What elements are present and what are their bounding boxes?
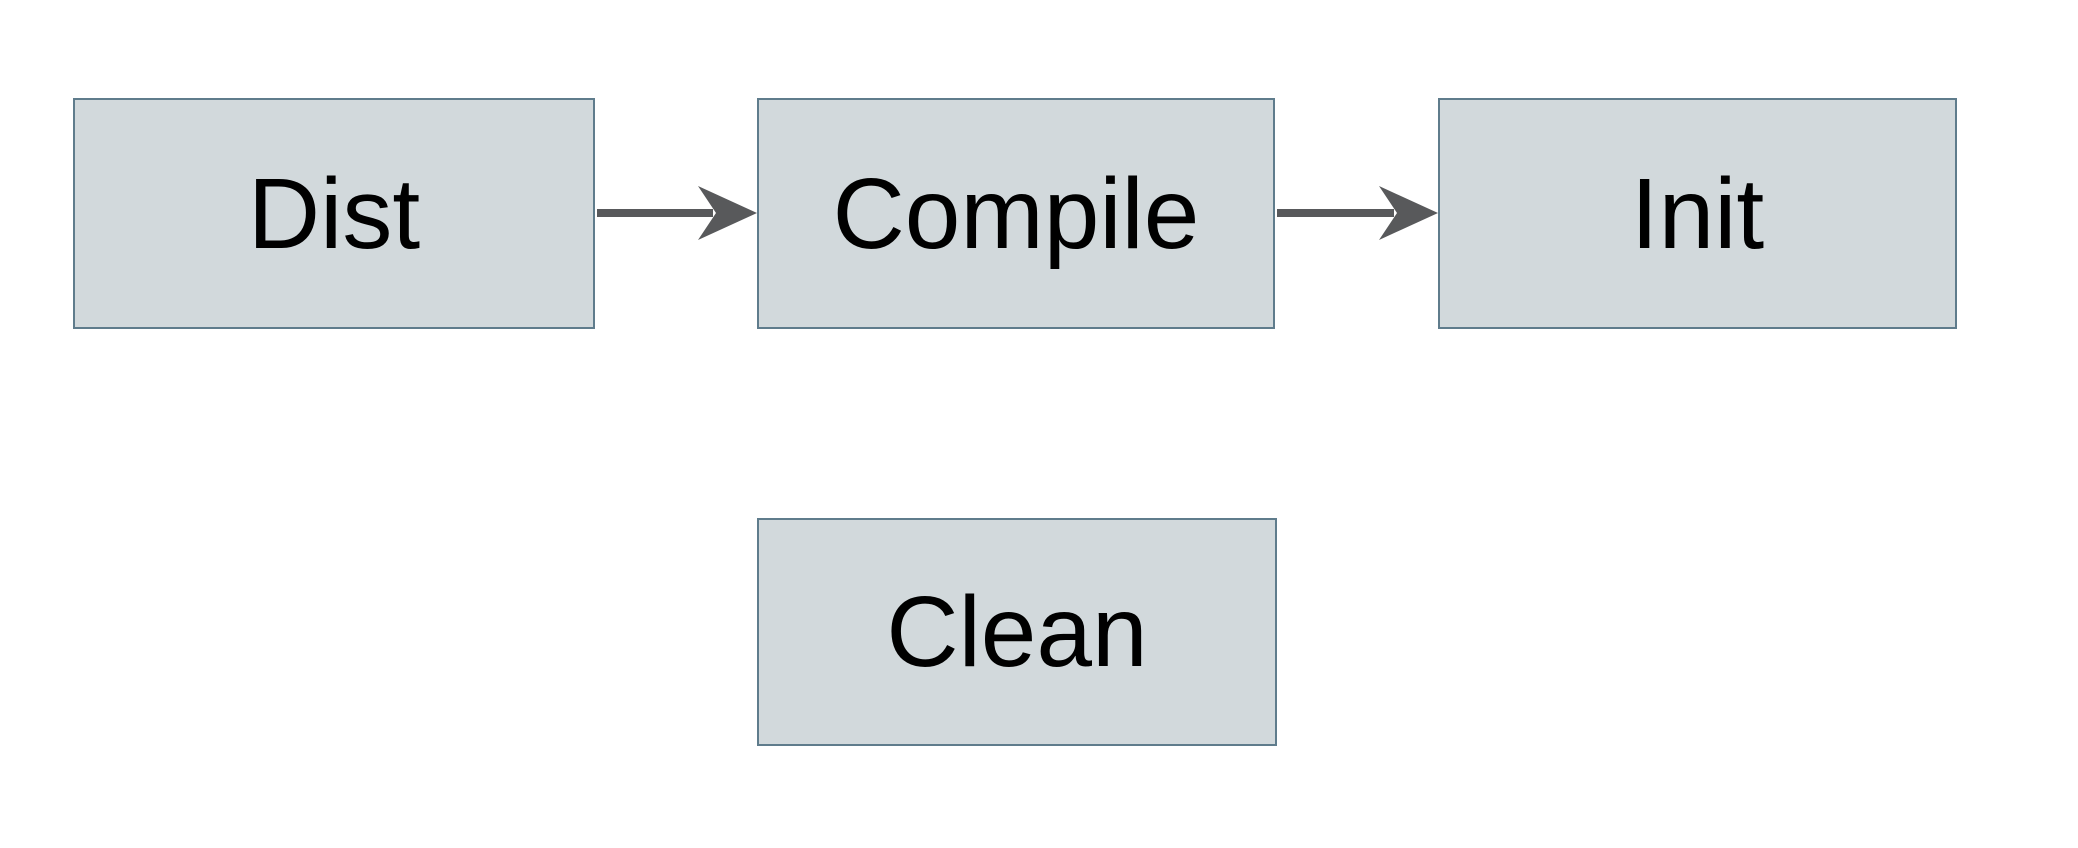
node-init-label: Init <box>1630 157 1765 270</box>
node-compile: Compile <box>757 98 1275 329</box>
node-init: Init <box>1438 98 1957 329</box>
arrow-dist-to-compile <box>597 186 757 240</box>
arrow-compile-to-init <box>1277 186 1438 240</box>
node-clean-label: Clean <box>886 576 1148 688</box>
arrowhead-icon <box>698 186 757 240</box>
node-clean: Clean <box>757 518 1277 746</box>
node-dist: Dist <box>73 98 595 329</box>
arrowhead-icon <box>1379 186 1438 240</box>
node-dist-label: Dist <box>247 157 421 270</box>
node-compile-label: Compile <box>832 157 1200 270</box>
